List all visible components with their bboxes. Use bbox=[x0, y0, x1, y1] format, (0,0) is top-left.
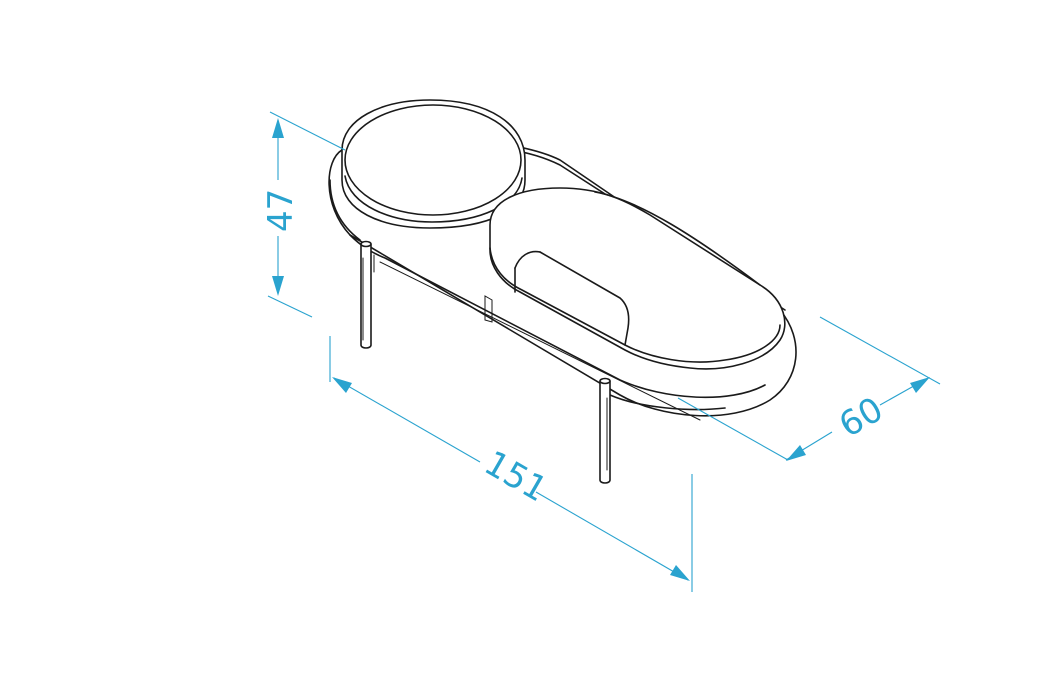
round-cushion bbox=[341, 99, 526, 229]
length-dimension-label: 151 bbox=[478, 443, 554, 510]
oval-cushion bbox=[489, 187, 786, 370]
depth-dimension-label: 60 bbox=[833, 390, 890, 446]
dimension-height: 47 bbox=[261, 111, 346, 318]
height-dimension-label: 47 bbox=[261, 189, 301, 232]
bench-legs bbox=[360, 240, 611, 484]
